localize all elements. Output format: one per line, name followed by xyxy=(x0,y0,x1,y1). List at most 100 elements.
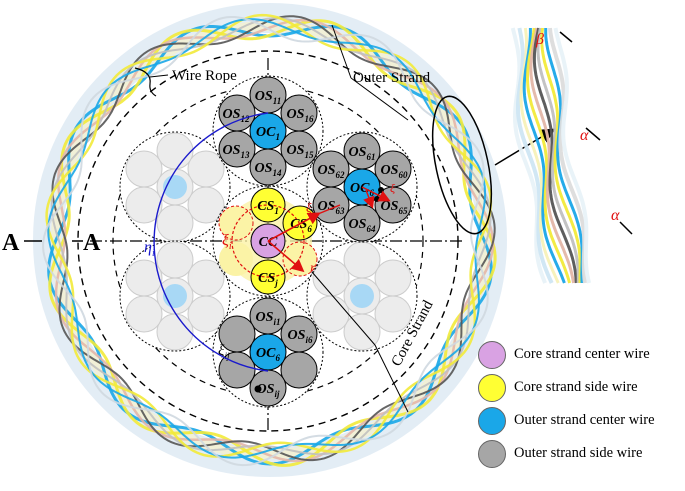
ghostC-center-wire xyxy=(350,284,374,308)
wire-rope-bracket xyxy=(134,67,157,97)
zoom-angle-marker-beta xyxy=(559,31,573,43)
zoom-wire-8 xyxy=(540,27,582,283)
label-os60: OS xyxy=(381,163,399,178)
label-os61: OS xyxy=(349,145,367,160)
svg-text:CSj: CSj xyxy=(258,271,278,288)
svg-text:OS15: OS15 xyxy=(287,143,314,160)
wire-osi-right-lower xyxy=(280,351,318,389)
wire-cs-left-upper xyxy=(218,205,254,241)
rope-ring xyxy=(33,3,507,477)
svg-text:CS1: CS1 xyxy=(257,199,279,216)
wire-rope-leader xyxy=(149,74,169,78)
svg-text:ηi: ηi xyxy=(144,239,155,259)
wire-os62 xyxy=(312,150,350,188)
legend-item-outer-side: Outer strand side wire xyxy=(478,437,683,470)
zoom-wire-4 xyxy=(525,27,572,284)
red-vector-core-xi xyxy=(267,212,321,242)
label-os11: OS xyxy=(255,89,273,104)
svg-text:OS16: OS16 xyxy=(287,107,314,124)
label-os62: OS xyxy=(318,163,336,178)
annotation-xi-small: ξ xyxy=(306,200,312,215)
eta-arc xyxy=(153,112,269,372)
outer-strand-1: OS11 OS12 OS16 OC1 OS13 OS15 OS14 xyxy=(212,75,324,187)
label-osi6: OS xyxy=(288,328,306,343)
wire-oc6-bottom xyxy=(249,333,287,371)
red-vector-core-to-os6 xyxy=(317,204,341,215)
svg-text:OS13: OS13 xyxy=(223,143,250,160)
zoom-angle-marker-alpha-2 xyxy=(619,221,633,235)
ghostB-center-wire xyxy=(163,284,187,308)
svg-text:OS62: OS62 xyxy=(318,163,345,180)
zoom-wire-0 xyxy=(510,27,547,284)
label-os65: OS xyxy=(381,199,399,214)
annotation-eta: η xyxy=(144,239,152,256)
legend-label-core-side: Core strand side wire xyxy=(514,379,638,395)
legend-item-outer-center: Outer strand center wire xyxy=(478,404,683,437)
red-vector-core-r xyxy=(267,240,305,273)
svg-text:OSi1: OSi1 xyxy=(256,310,281,327)
helix-strand-4 xyxy=(50,17,492,456)
wire-os15 xyxy=(280,130,318,168)
label-osi1: OS xyxy=(256,310,274,325)
helix-strand-7 xyxy=(42,16,489,467)
ghostB-wire-5 xyxy=(125,259,163,297)
label-os15: OS xyxy=(287,143,305,158)
svg-text:OS60: OS60 xyxy=(381,163,408,180)
legend: Core strand center wire Core strand side… xyxy=(478,338,683,470)
zoom-wire-3 xyxy=(522,28,566,284)
ghostB-wire-4 xyxy=(125,295,163,333)
core-strand-leader xyxy=(311,271,376,346)
ghostB-wire-3 xyxy=(156,313,194,351)
ghostA-wire-1 xyxy=(187,150,225,188)
ghostB-wire-2 xyxy=(187,295,225,333)
zoom-wire-7 xyxy=(536,27,580,284)
svg-text:OS63: OS63 xyxy=(318,199,345,216)
ghostB-wire-1 xyxy=(187,259,225,297)
zoom-wire-1 xyxy=(516,27,554,284)
legend-label-outer-side: Outer strand side wire xyxy=(514,445,643,461)
wire-os12 xyxy=(218,94,256,132)
svg-text:OS12: OS12 xyxy=(223,107,250,124)
label-oc6-bottom: OC xyxy=(256,346,276,361)
svg-text:OC1: OC1 xyxy=(256,125,280,142)
outer-strand-6: OS61 OS62 OS60 OC6 OS63 OS65 OS64 ξ xyxy=(306,131,418,243)
svg-text:ξi: ξi xyxy=(222,232,232,252)
annotation-beta: β xyxy=(535,31,544,48)
helix-strand-6 xyxy=(47,18,487,459)
ghost-strand-left-upper xyxy=(119,131,231,243)
zoomed-strand-detail xyxy=(510,27,633,284)
annotation-xi-i: ξ xyxy=(222,232,229,249)
ghostA-wire-3 xyxy=(156,204,194,242)
ghostC-wire-1 xyxy=(374,259,412,297)
ghostA-wire-0 xyxy=(156,132,194,170)
outer-strand-leader-b xyxy=(350,77,409,121)
svg-text:OS61: OS61 xyxy=(349,145,376,162)
label-os64: OS xyxy=(349,217,367,232)
svg-text:ξij: ξij xyxy=(218,343,230,361)
zoom-angle-marker-alpha-1 xyxy=(585,127,601,141)
label-os16: OS xyxy=(287,107,305,122)
ghostC-wire-2 xyxy=(374,295,412,333)
wire-osi-left-upper xyxy=(218,315,256,353)
label-osij: OS xyxy=(257,382,275,397)
ghostA-wire-2 xyxy=(187,186,225,224)
zoom-region-ellipse xyxy=(431,95,493,235)
core-strand: CS1 CS6 CC CSj r ξ ξi xyxy=(212,185,341,297)
legend-item-core-center: Core strand center wire xyxy=(478,338,683,371)
label-cs1: CS xyxy=(257,199,274,214)
annotation-r: r xyxy=(310,261,316,276)
legend-label-outer-center: Outer strand center wire xyxy=(514,412,655,428)
label-os63: OS xyxy=(318,199,336,214)
zoom-wire-2 xyxy=(519,27,560,284)
annotation-alpha-2: α xyxy=(611,207,620,224)
rope-helix-strands xyxy=(42,13,497,467)
legend-swatch-core-side xyxy=(478,373,506,402)
label-oc6-top: OC xyxy=(350,181,370,196)
svg-text:OS65: OS65 xyxy=(381,199,408,216)
annotation-xi-ij: ξ xyxy=(218,343,225,359)
svg-text:OS14: OS14 xyxy=(255,161,282,178)
legend-swatch-outer-side xyxy=(478,439,506,468)
point-marker-os65 xyxy=(374,196,380,202)
outer-strand-i: OSi1 OSi6 OC6 OSij ξij xyxy=(212,296,324,408)
